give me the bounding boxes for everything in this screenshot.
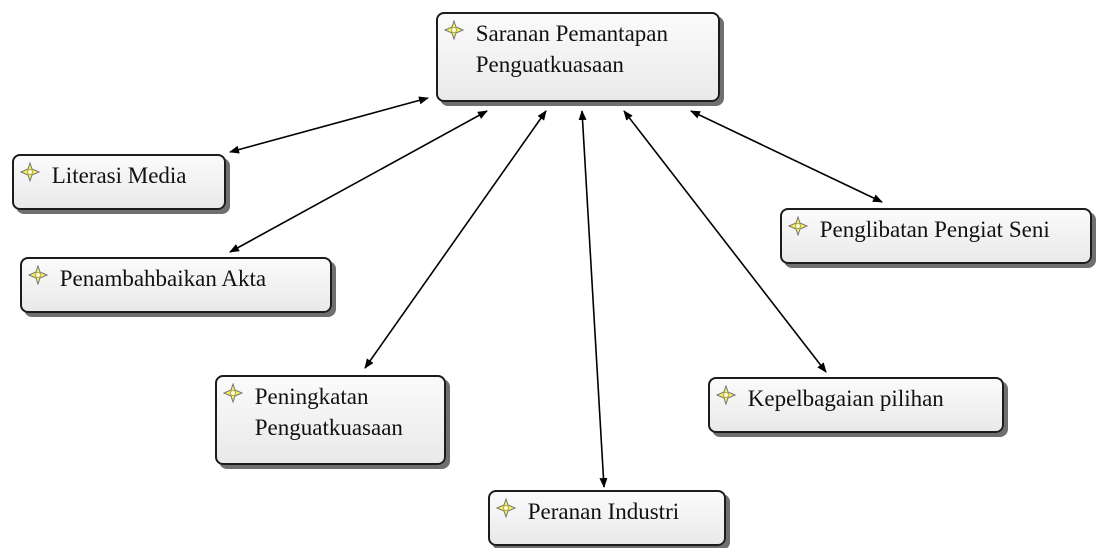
node-penambahbaikan-akta[interactable]: Penambahbaikan Akta [20,257,332,313]
node-label: Penguatkuasaan [475,52,624,77]
node-kepelbagaian-pilihan[interactable]: Kepelbagaian pilihan [708,377,1004,433]
node-peranan-industri[interactable]: Peranan Industri [488,490,726,546]
node-label: Penambahbaikan Akta [59,266,267,291]
node-label: Penglibatan Pengiat Seni [819,217,1050,242]
connector-peranan-industri [578,110,608,488]
idea-bulb-icon [28,265,48,285]
node-label: Kepelbagaian pilihan [747,386,944,411]
connector-literasi-media [229,96,429,154]
idea-bulb-icon [444,20,464,40]
central-node[interactable]: Saranan Pemantapan Penguatkuasaan [436,12,720,102]
node-label: Saranan Pemantapan [475,21,668,46]
connector-penglibatan-pengiat-seni [690,110,883,203]
idea-bulb-icon [716,385,736,405]
connector-penambahbaikan-akta [229,110,488,253]
node-label: Penguatkuasaan [254,415,403,440]
idea-bulb-icon [496,498,516,518]
node-penglibatan-pengiat-seni[interactable]: Penglibatan Pengiat Seni [780,208,1092,264]
node-label: Peningkatan [254,384,369,409]
node-literasi-media[interactable]: Literasi Media [12,154,226,210]
node-label: Peranan Industri [527,499,680,524]
node-peningkatan-penguatkuasaan[interactable]: Peningkatan Penguatkuasaan [215,375,446,465]
connector-peningkatan-penguatkuasaan [364,110,547,369]
idea-bulb-icon [20,162,40,182]
idea-bulb-icon [223,383,243,403]
connector-kepelbagaian-pilihan [623,110,827,373]
idea-bulb-icon [788,216,808,236]
node-label: Literasi Media [51,163,187,188]
